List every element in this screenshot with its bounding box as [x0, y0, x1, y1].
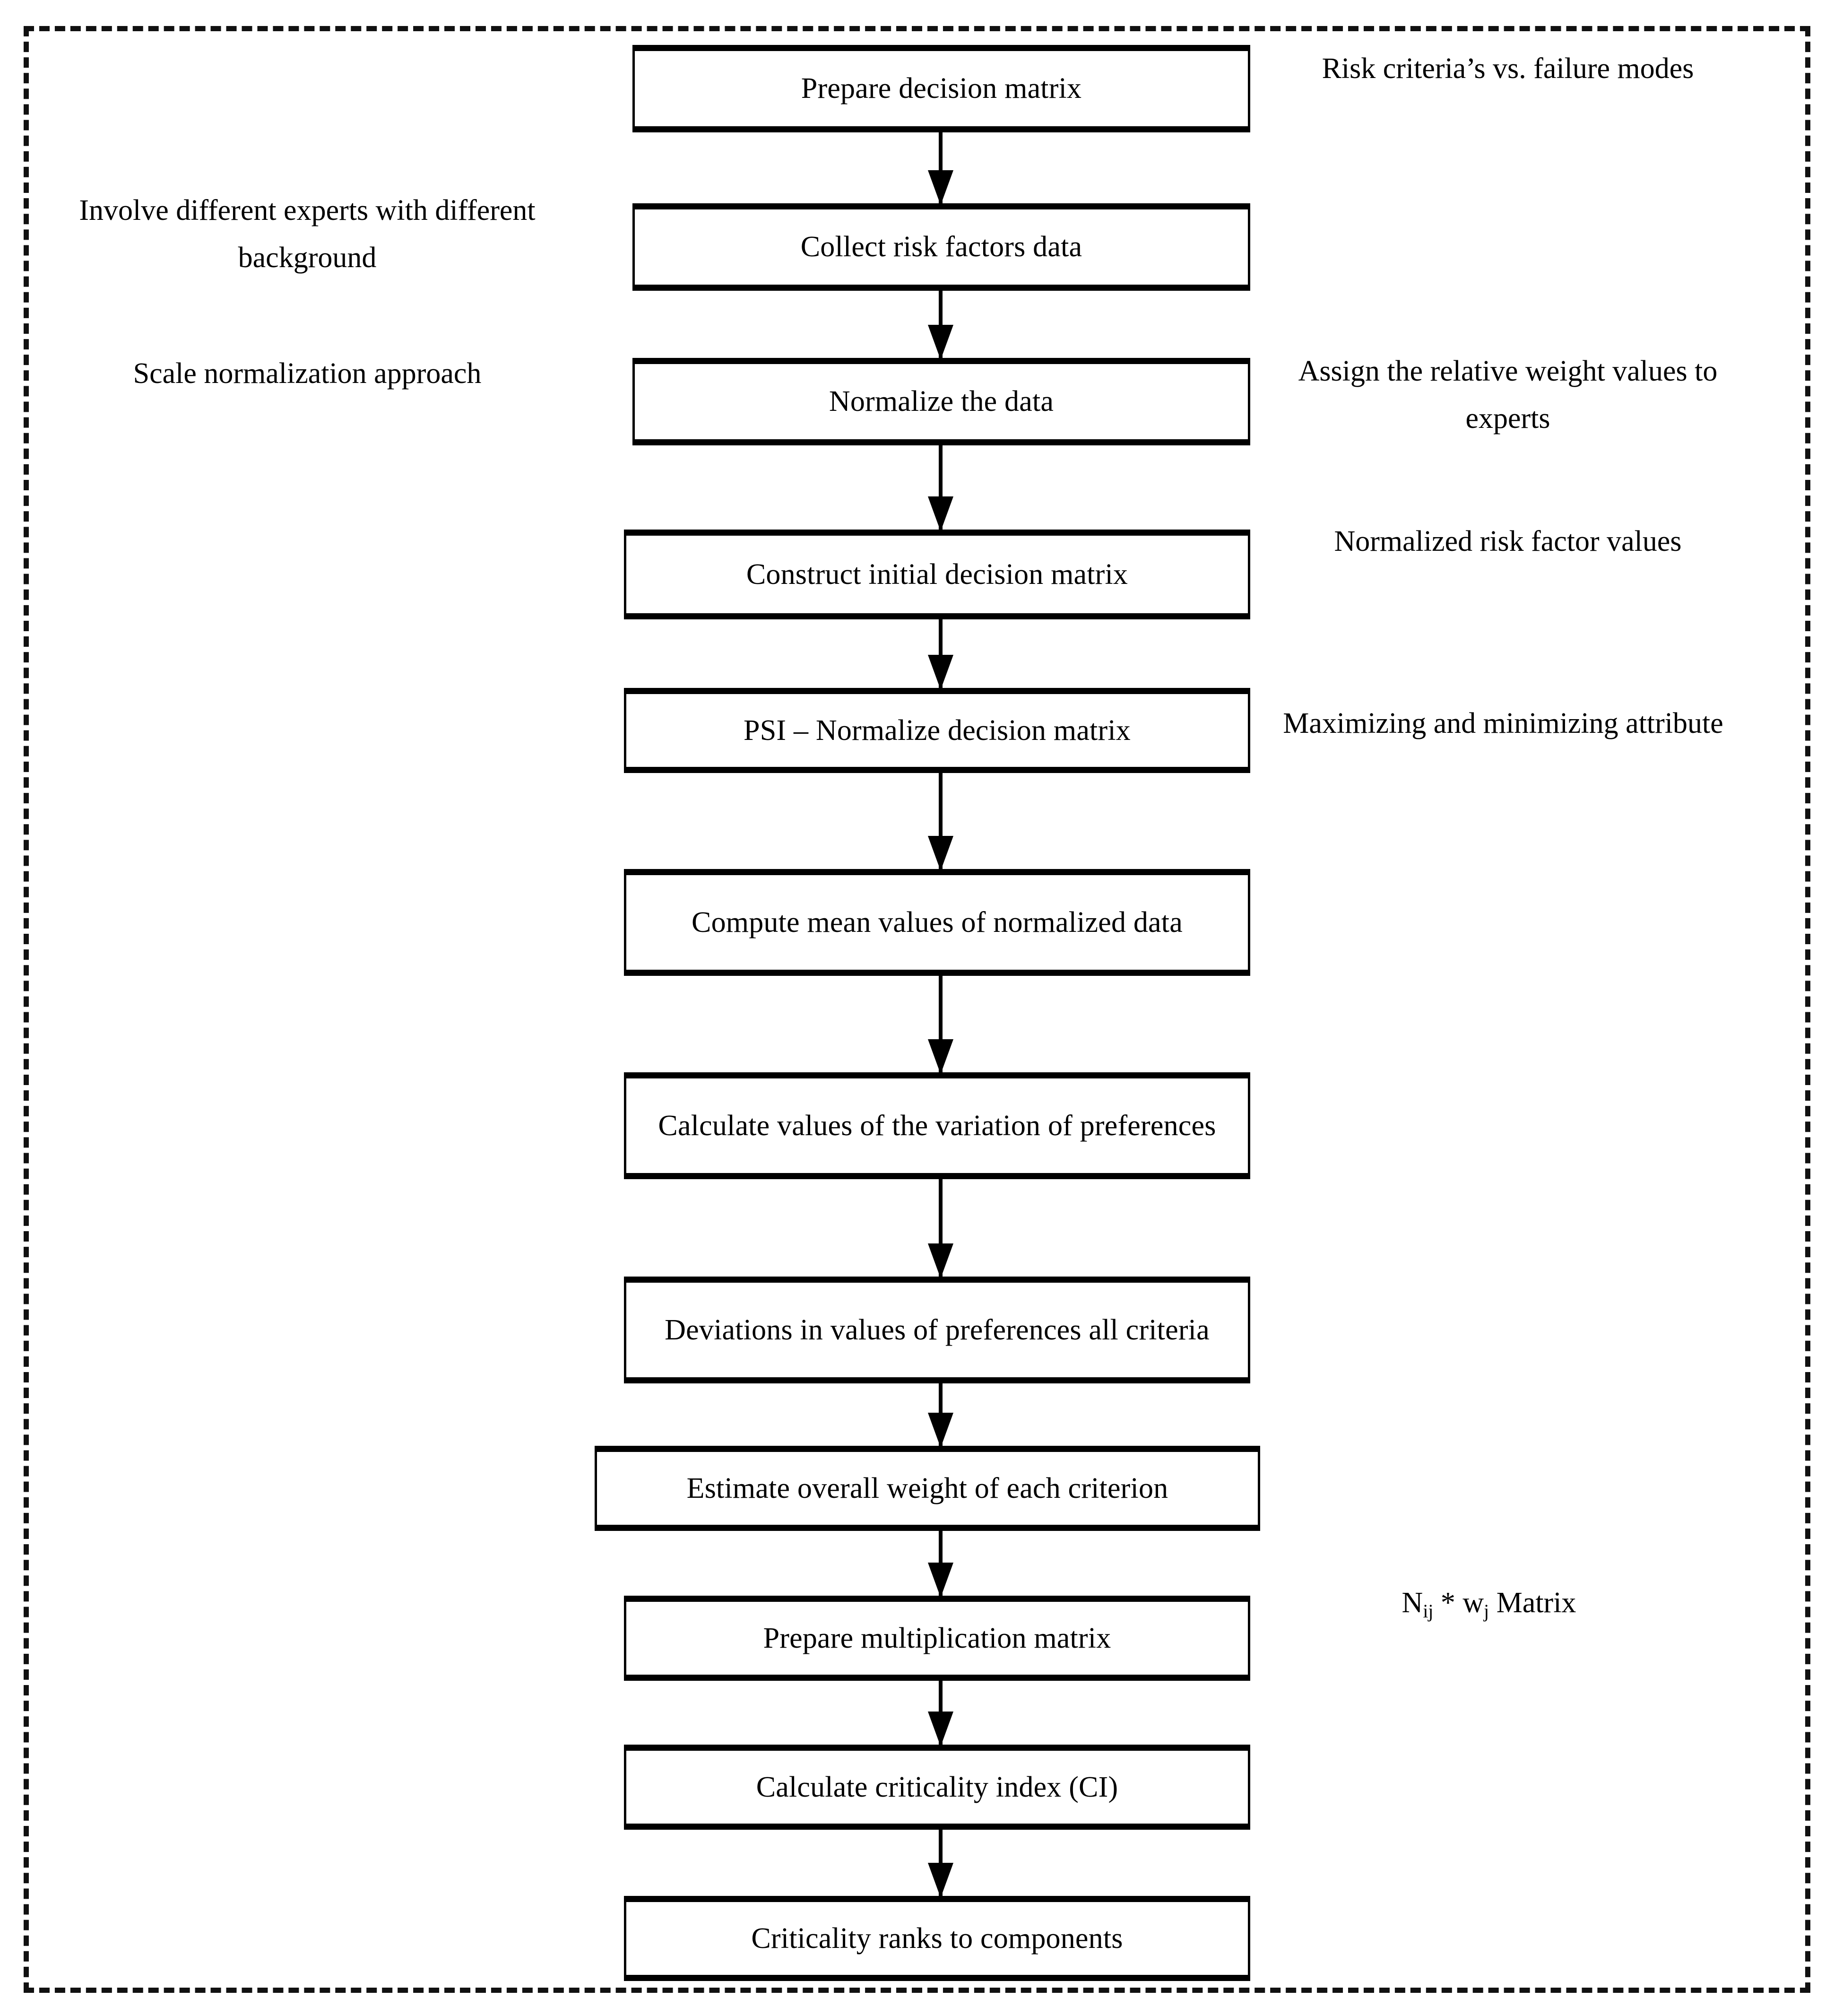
dashed-outer-frame: [24, 26, 1810, 1993]
process-box-label: Calculate values of the variation of pre…: [658, 1109, 1216, 1142]
annotation-right-assign-weights: Assign the relative weight values to exp…: [1298, 355, 1718, 435]
annotation-left-involve-experts: Involve different experts with different…: [79, 194, 536, 274]
process-box-label: Criticality ranks to components: [751, 1922, 1123, 1955]
process-box-prepare-multiplication-matrix[interactable]: Prepare multiplication matrix: [624, 1596, 1250, 1681]
formula-operator: *: [1433, 1587, 1463, 1619]
process-box-estimate-overall-weight[interactable]: Estimate overall weight of each criterio…: [595, 1446, 1260, 1531]
annotation-right-multiplication-formula: Nij * wj Matrix: [1276, 1579, 1702, 1626]
annotation-left-scale-normalization: Scale normalization approach: [133, 357, 482, 390]
process-box-calculate-criticality-index[interactable]: Calculate criticality index (CI): [624, 1745, 1250, 1830]
process-box-calculate-variation-preferences[interactable]: Calculate values of the variation of pre…: [624, 1072, 1250, 1179]
arrow-head-icon: [928, 655, 953, 690]
arrow-head-icon: [928, 1039, 953, 1074]
annotation-right-normalized-values: Normalized risk factor values: [1334, 525, 1682, 557]
arrow-head-icon: [928, 836, 953, 871]
arrow-stem: [939, 1178, 943, 1278]
arrow-head-icon: [928, 1712, 953, 1747]
process-box-prepare-decision-matrix[interactable]: Prepare decision matrix: [632, 45, 1250, 132]
process-box-label: Normalize the data: [829, 385, 1054, 418]
formula-n-subscript: ij: [1423, 1601, 1434, 1622]
arrow-step10-to-step11: [908, 1680, 974, 1747]
arrow-step4-to-step5: [908, 618, 974, 690]
arrow-step9-to-step10: [908, 1530, 974, 1598]
arrow-stem: [939, 975, 943, 1074]
arrow-step6-to-step7: [908, 975, 974, 1074]
arrow-head-icon: [928, 1413, 953, 1448]
process-box-compute-mean-values[interactable]: Compute mean values of normalized data: [624, 869, 1250, 976]
process-box-label: Compute mean values of normalized data: [692, 906, 1183, 938]
arrow-head-icon: [928, 1243, 953, 1278]
process-box-psi-normalize-matrix[interactable]: PSI – Normalize decision matrix: [624, 688, 1250, 773]
formula-n: N: [1401, 1587, 1423, 1619]
process-box-label: Prepare decision matrix: [801, 72, 1082, 105]
process-box-label: Collect risk factors data: [800, 231, 1082, 263]
process-box-deviations-preferences[interactable]: Deviations in values of preferences all …: [624, 1277, 1250, 1383]
arrow-step1-to-step2: [908, 131, 974, 205]
arrow-head-icon: [928, 496, 953, 531]
arrow-stem: [939, 131, 943, 205]
process-box-label: Construct initial decision matrix: [746, 558, 1128, 591]
annotation-right-risk-criteria: Risk criteria’s vs. failure modes: [1322, 52, 1694, 85]
process-box-label: Calculate criticality index (CI): [756, 1771, 1118, 1803]
arrow-stem: [939, 618, 943, 690]
arrow-step8-to-step9: [908, 1382, 974, 1448]
process-box-label: Prepare multiplication matrix: [763, 1622, 1111, 1654]
annotation-right-max-min-attribute: Maximizing and minimizing attribute: [1283, 707, 1723, 739]
arrow-step3-to-step4: [908, 444, 974, 531]
process-box-criticality-ranks[interactable]: Criticality ranks to components: [624, 1896, 1250, 1981]
process-box-construct-initial-matrix[interactable]: Construct initial decision matrix: [624, 530, 1250, 619]
arrow-step11-to-step12: [908, 1829, 974, 1898]
arrow-step7-to-step8: [908, 1178, 974, 1278]
formula-w-subscript: j: [1484, 1601, 1489, 1622]
arrow-head-icon: [928, 1863, 953, 1898]
formula-w: w: [1462, 1587, 1484, 1619]
process-box-label: PSI – Normalize decision matrix: [744, 714, 1131, 747]
process-box-normalize-data[interactable]: Normalize the data: [632, 358, 1250, 445]
process-box-label: Deviations in values of preferences all …: [665, 1313, 1210, 1346]
process-box-label: Estimate overall weight of each criterio…: [686, 1472, 1168, 1504]
arrow-head-icon: [928, 325, 953, 360]
formula-tail: Matrix: [1489, 1587, 1576, 1619]
arrow-head-icon: [928, 1563, 953, 1598]
arrow-stem: [939, 444, 943, 531]
arrow-step5-to-step6: [908, 772, 974, 871]
arrow-step2-to-step3: [908, 290, 974, 360]
arrow-head-icon: [928, 170, 953, 205]
process-box-collect-risk-factors[interactable]: Collect risk factors data: [632, 203, 1250, 291]
arrow-stem: [939, 772, 943, 871]
